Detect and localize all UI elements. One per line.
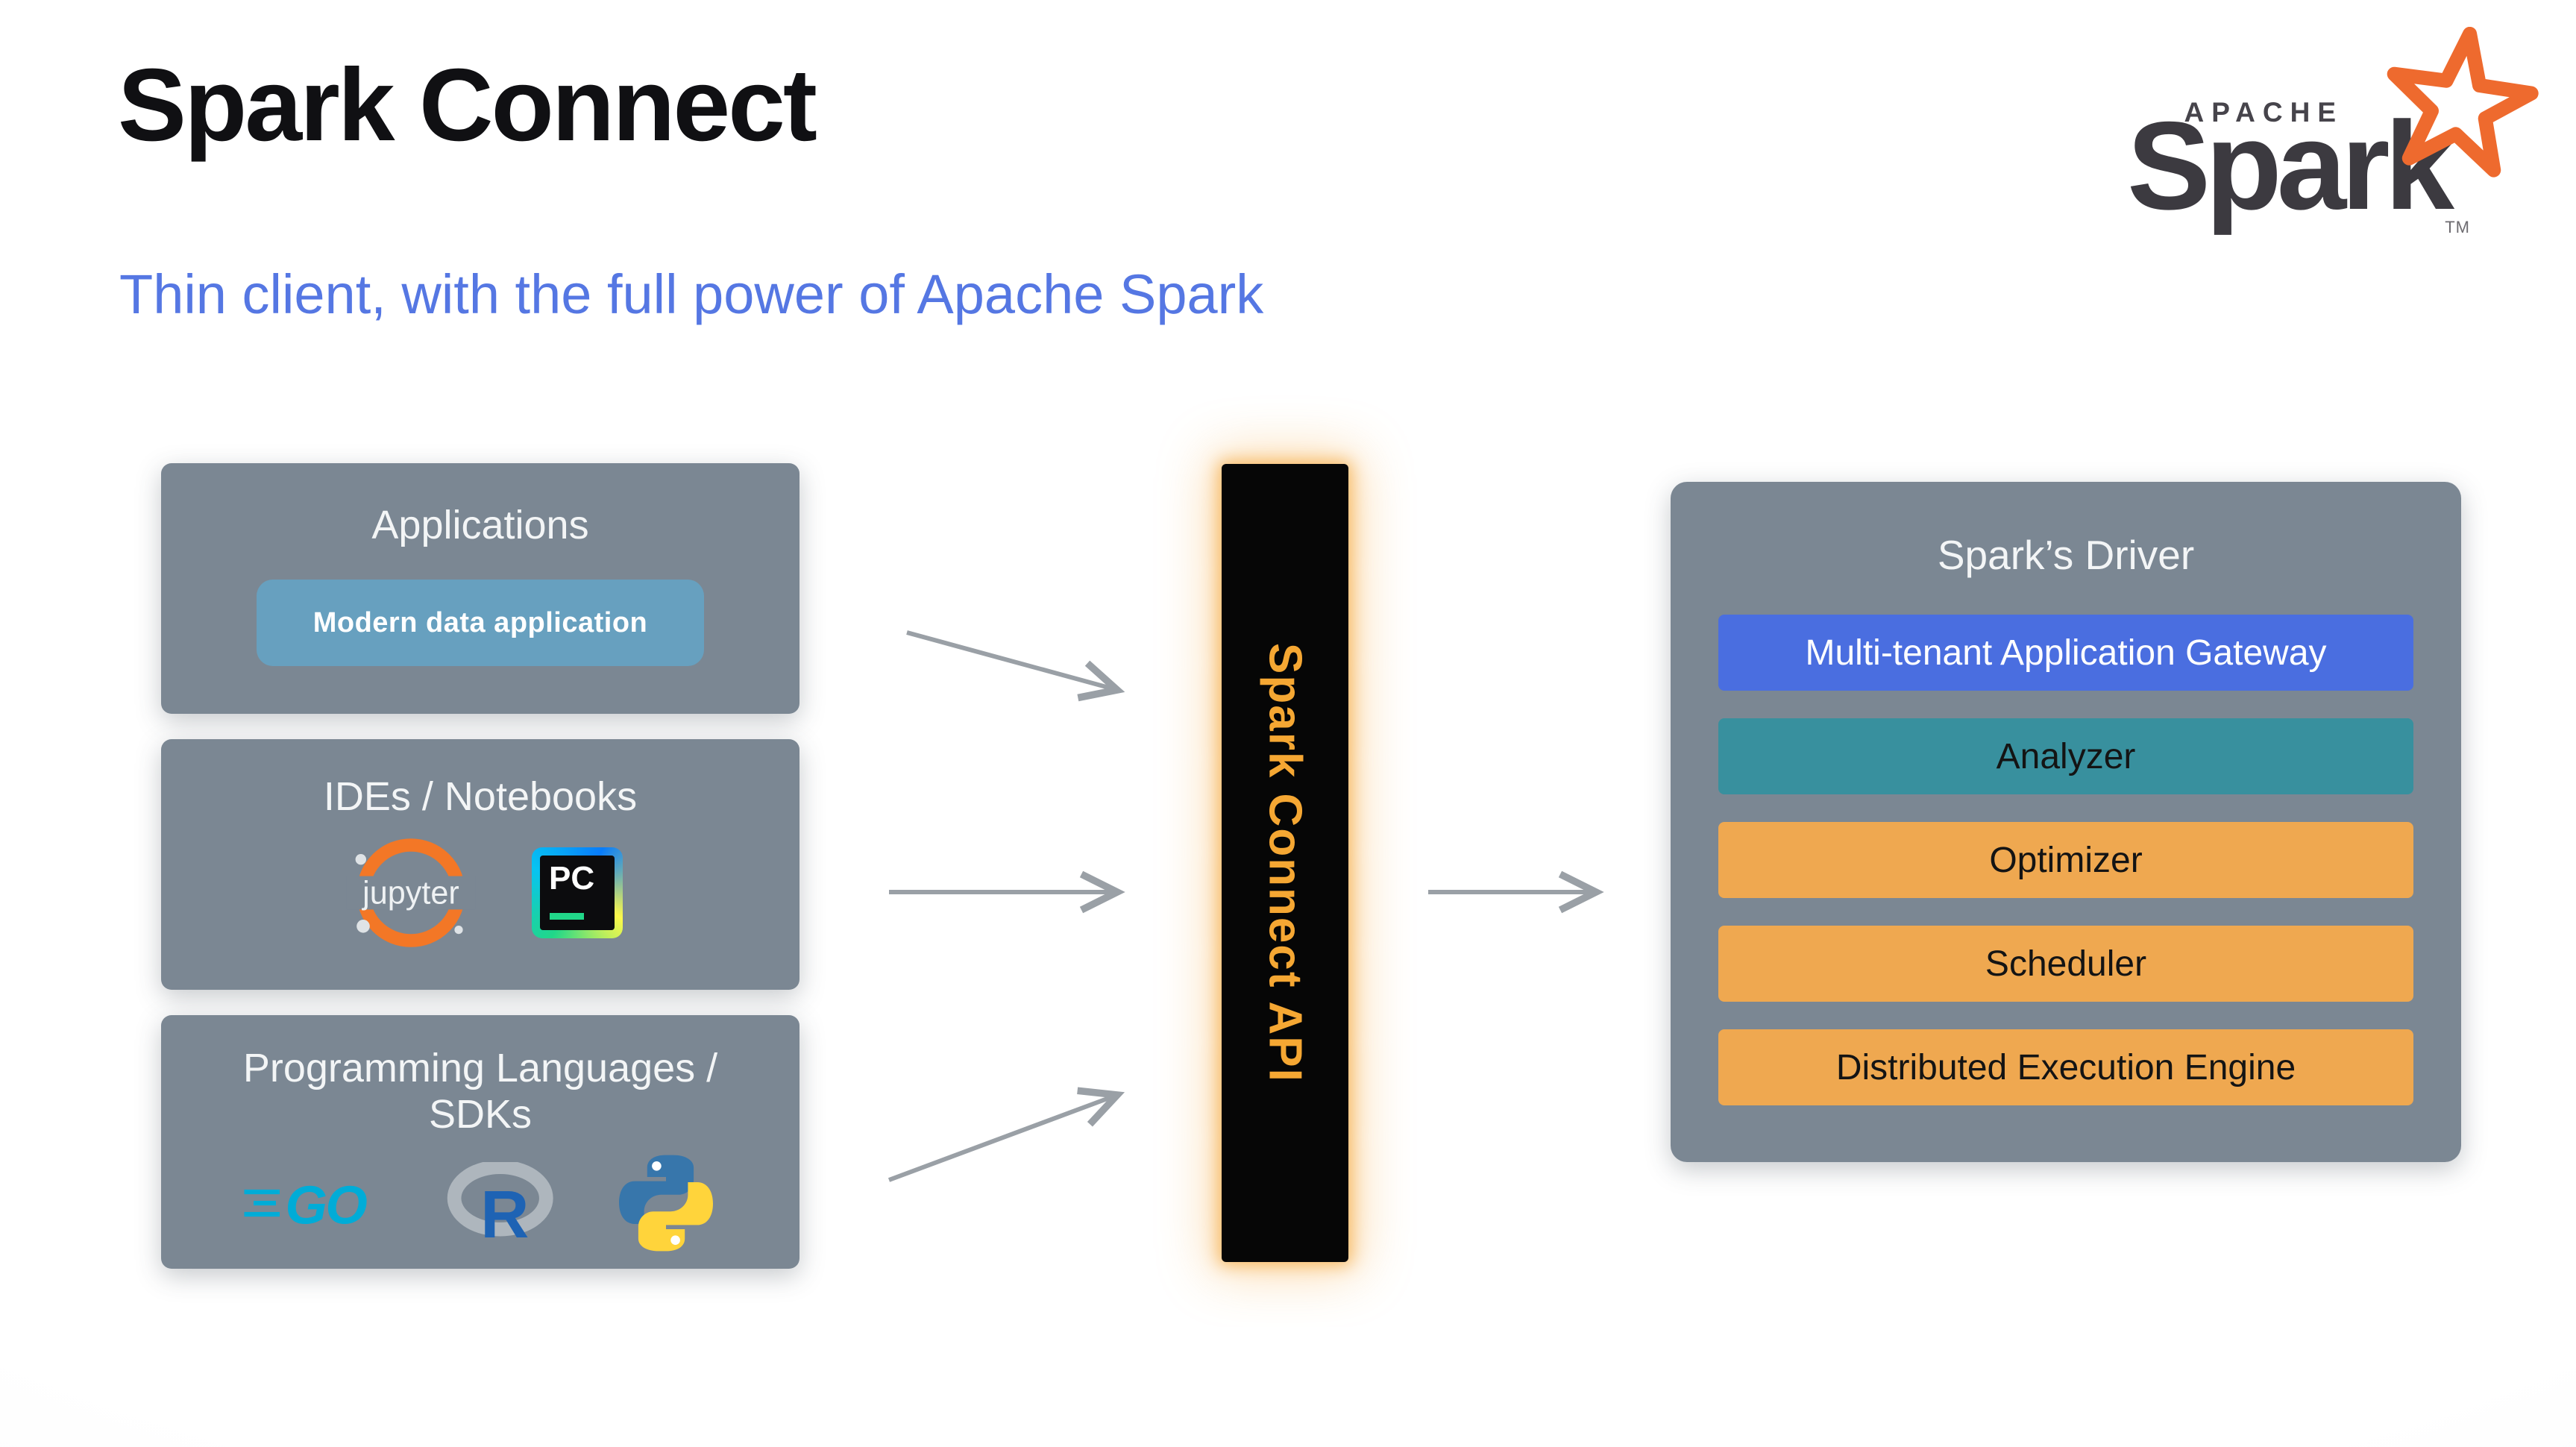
page-title: Spark Connect (118, 48, 817, 163)
ides-notebooks-box: IDEs / Notebooks jupyter PC (161, 739, 799, 990)
arrow-applications-to-api (906, 630, 1125, 702)
pycharm-label: PC (549, 860, 595, 897)
python-icon (619, 1155, 713, 1252)
modern-data-application-chip: Modern data application (257, 580, 704, 667)
ides-icon-row: jupyter PC (338, 833, 623, 952)
applications-box: Applications Modern data application (161, 463, 799, 714)
slide-subtitle: Thin client, with the full power of Apac… (119, 263, 1264, 325)
driver-row-analyzer: Analyzer (1718, 718, 2413, 794)
languages-sdks-title: Programming Languages / SDKs (242, 1046, 718, 1137)
pycharm-inner-square: PC (540, 856, 615, 931)
languages-sdks-box: Programming Languages / SDKs GO R (161, 1015, 799, 1269)
spark-wordmark: Spark (2127, 95, 2454, 236)
go-label: GO (286, 1176, 368, 1236)
pycharm-icon: PC (532, 847, 623, 939)
jupyter-label: jupyter (361, 875, 459, 911)
driver-row-optimizer: Optimizer (1718, 822, 2413, 898)
r-lang-icon: R (447, 1162, 553, 1244)
arrow-languages-to-api (888, 1087, 1125, 1182)
trademark-mark: TM (2445, 218, 2470, 236)
spark-star-icon (2387, 27, 2539, 178)
apache-spark-logo: APACHE Spark TM (2061, 22, 2539, 254)
apache-wordmark: APACHE (2184, 97, 2343, 128)
go-icon: GO (244, 1176, 369, 1236)
driver-row-scheduler: Scheduler (1718, 926, 2413, 1002)
ides-notebooks-title: IDEs / Notebooks (323, 774, 638, 819)
languages-icon-row: GO R (242, 1151, 718, 1255)
spark-driver-title: Spark’s Driver (1937, 532, 2195, 578)
driver-row-gateway: Multi-tenant Application Gateway (1718, 615, 2413, 691)
applications-title: Applications (371, 503, 589, 547)
spark-connect-api-bar: Spark Connect API (1222, 464, 1348, 1262)
spark-driver-box: Spark’s Driver Multi-tenant Application … (1671, 482, 2461, 1162)
driver-row-execution-engine: Distributed Execution Engine (1718, 1029, 2413, 1105)
driver-rows: Multi-tenant Application Gateway Analyze… (1718, 615, 2413, 1105)
spark-connect-api-label: Spark Connect API (1259, 643, 1311, 1083)
r-label: R (480, 1177, 529, 1244)
pycharm-underscore (550, 913, 584, 920)
modern-data-application-label: Modern data application (312, 606, 648, 638)
jupyter-icon: jupyter (346, 838, 476, 947)
